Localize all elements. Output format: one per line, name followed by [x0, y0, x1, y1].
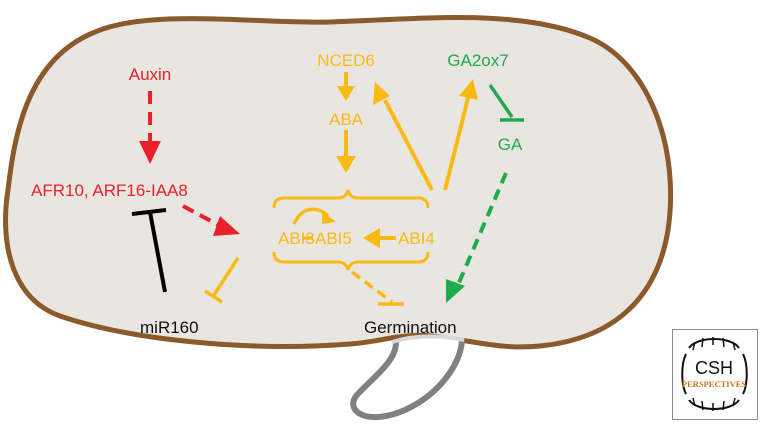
aba-to-abi-arrowhead [336, 156, 356, 173]
abi5-label: ABI5 [315, 229, 352, 248]
aba-label: ABA [329, 110, 364, 129]
abi-to-nced6-arrow [383, 99, 434, 191]
abi-to-nced6-arrowhead [373, 82, 390, 105]
ga-to-germination-arrowhead [446, 279, 465, 303]
nced6-label: NCED6 [317, 51, 375, 70]
seed-outline [3, 15, 674, 350]
abi-to-ga2ox7-arrowhead [459, 79, 478, 100]
abi-inhibits-mir160-bar [204, 289, 223, 304]
auxin-label: Auxin [129, 65, 172, 84]
auxin-to-arf-arrowhead [139, 141, 161, 164]
csh-perspectives-logo: CSH PERSPECTIVES [672, 329, 758, 420]
arf-to-abi-arrowhead [213, 216, 240, 236]
ga2ox7-inhibits-ga [488, 84, 514, 118]
mir160-inhibits-arf [148, 211, 167, 293]
abi4-to-abi5-arrowhead [363, 228, 380, 248]
radicle-outline [350, 338, 465, 421]
abi-bottom-brace [272, 251, 430, 271]
mir160-inhibit-bar [131, 208, 167, 216]
logo-csh: CSH [695, 358, 733, 378]
logo-perspectives: PERSPECTIVES [682, 379, 747, 389]
abi-inhibits-germination [350, 270, 394, 304]
radicle-cap [391, 334, 465, 344]
radicle-inner [362, 337, 462, 407]
abi4-label: ABI4 [398, 229, 435, 248]
ga-to-germination-arrow [456, 172, 508, 286]
nced6-to-aba-arrowhead [337, 86, 355, 101]
ga-label: GA [498, 135, 523, 154]
dna-helix-icon: CSH PERSPECTIVES [681, 337, 748, 411]
abi-inhibits-mir160 [212, 257, 240, 296]
mir160-label: miR160 [140, 318, 199, 337]
abi3-to-abi5-curve-head [322, 211, 336, 224]
abi-top-brace [272, 189, 430, 209]
arf-to-abi-arrow [182, 204, 223, 229]
ga2ox7-label: GA2ox7 [447, 51, 508, 70]
abi3-label: ABI3 [278, 229, 315, 248]
arf-label: AFR10, ARF16-IAA8 [31, 181, 188, 200]
abi-to-ga2ox7-arrow [443, 97, 470, 191]
germination-label: Germination [364, 318, 457, 337]
